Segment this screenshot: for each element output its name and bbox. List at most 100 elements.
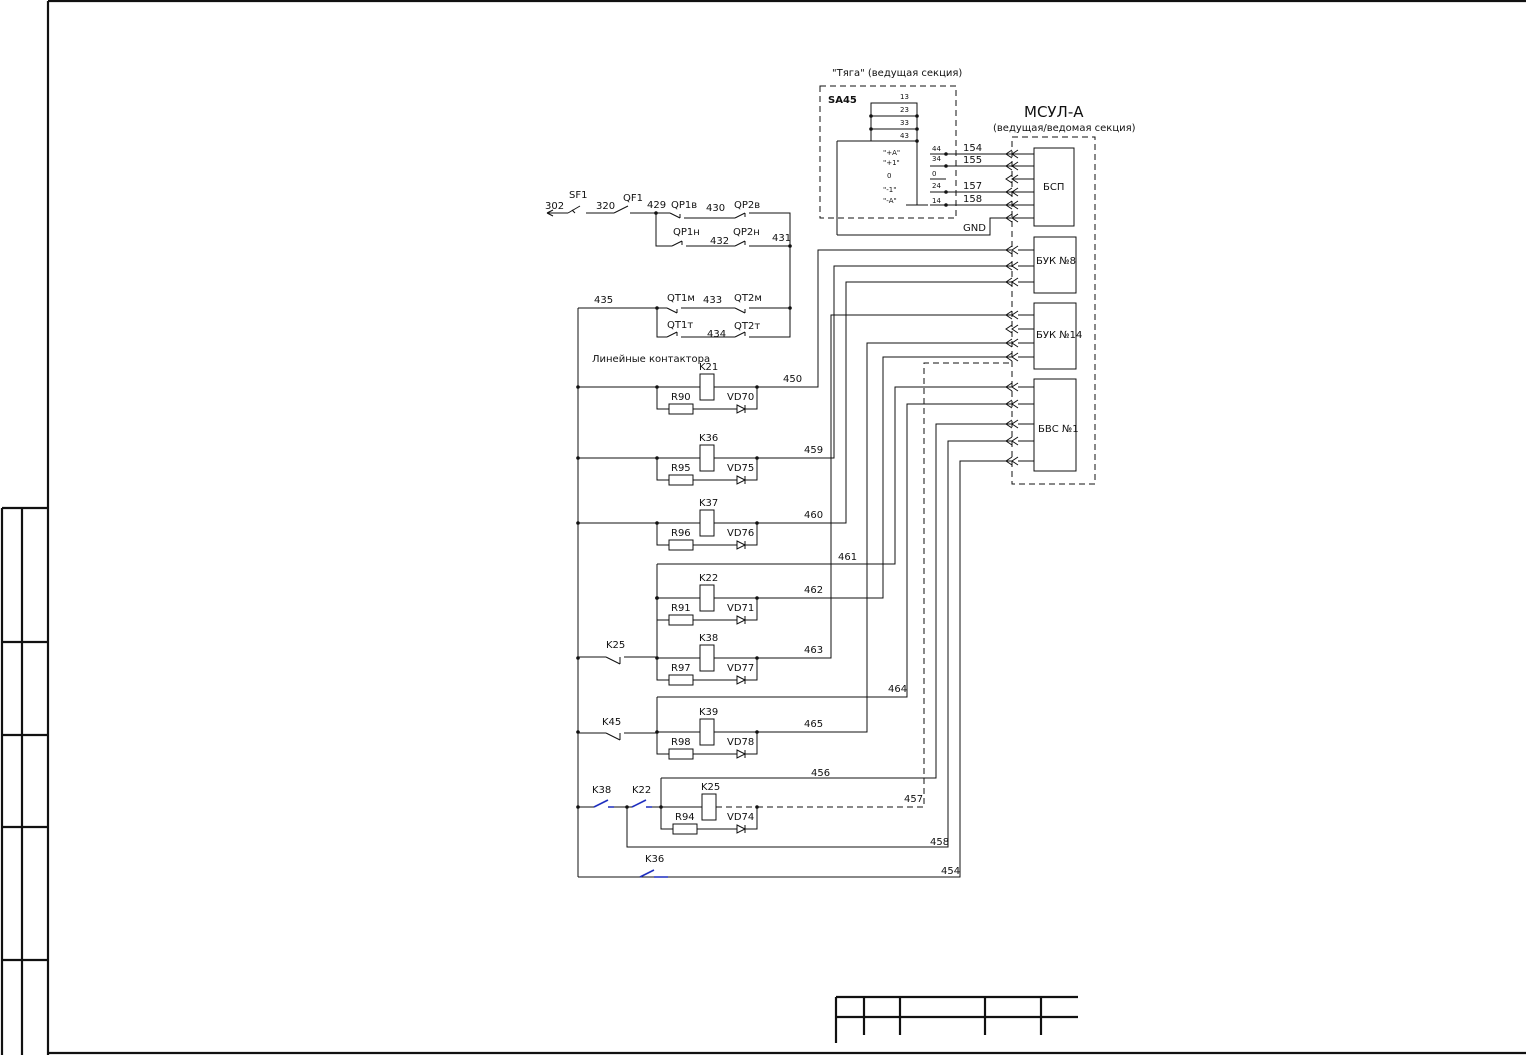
k25-contact-label: K25 (606, 640, 625, 651)
selector-state-2: "+1" (883, 159, 900, 167)
selector-state-3: 0 (887, 172, 891, 180)
controller-pin-2: 155 (963, 155, 982, 166)
wire-320: 320 (596, 201, 615, 212)
coil-label: K25 (701, 782, 720, 793)
diode-vd75 (736, 475, 747, 485)
k22-contact-label: K22 (632, 785, 651, 796)
resistor-label: R94 (675, 812, 695, 823)
wire-458: 458 (930, 837, 949, 848)
selector-pin-4: 24 (932, 182, 941, 190)
coil-label: K22 (699, 573, 718, 584)
diode-label: VD75 (727, 463, 754, 474)
relay-coil-k21 (699, 373, 715, 401)
block-bsp (1033, 147, 1075, 227)
wire-302: 302 (545, 201, 564, 212)
wire-463: 463 (804, 645, 823, 656)
wire-459: 459 (804, 445, 823, 456)
resistor-label: R98 (671, 737, 691, 748)
controller-msul: МСУЛ-А (ведущая/ведомая секция) БСП БУК … (837, 103, 1136, 485)
relay-coil-k25 (701, 793, 717, 821)
resistor-r96 (668, 539, 694, 551)
qp2v-label: QP2в (734, 200, 760, 211)
qt2t-label: QT2т (734, 321, 760, 332)
selector-caption: "Тяга" (ведущая секция) (832, 68, 962, 79)
wire-432: 432 (710, 236, 729, 247)
diode-label: VD71 (727, 603, 754, 614)
coil-label: K39 (699, 707, 718, 718)
sf1-label: SF1 (569, 190, 587, 201)
coil-label: K37 (699, 498, 718, 509)
reverser: 435 QT1м 433 QT2м QT1т 434 QT2т Линейные… (577, 293, 792, 877)
selector-pos-2: 23 (900, 106, 909, 114)
block-bsp-label: БСП (1043, 182, 1064, 193)
qp1n-label: QP1н (673, 227, 700, 238)
selector-sa45: "Тяга" (ведущая секция) SA45 13 23 33 43… (819, 68, 962, 235)
coil-label: K21 (699, 362, 718, 373)
resistor-r95 (668, 474, 694, 486)
resistor-label: R95 (671, 463, 691, 474)
block-buk-14 (1033, 302, 1077, 370)
wire-460: 460 (804, 510, 823, 521)
diode-label: VD74 (727, 812, 754, 823)
relay-coil-k22 (699, 584, 715, 612)
wire-430: 430 (706, 203, 725, 214)
wire-429: 429 (647, 200, 666, 211)
qt1m-label: QT1м (667, 293, 695, 304)
selector-pin-1: 44 (932, 145, 941, 153)
block-bvs-1 (1033, 378, 1077, 472)
wire-450: 450 (783, 374, 802, 385)
wire-465: 465 (804, 719, 823, 730)
block-buk-8 (1033, 236, 1077, 294)
diode-vd76 (736, 540, 747, 550)
relay-coil-k36 (699, 444, 715, 472)
qt2m-label: QT2м (734, 293, 762, 304)
diode-vd71 (736, 615, 747, 625)
resistor-r94 (672, 823, 698, 835)
block-buk-8-label: БУК №8 (1036, 256, 1076, 267)
resistor-r98 (668, 748, 694, 760)
selector-pin-2: 34 (932, 155, 941, 163)
k45-contact-label: K45 (602, 717, 621, 728)
relay-coil-k37 (699, 509, 715, 537)
diode-label: VD70 (727, 392, 754, 403)
connector-arrows (1005, 149, 1019, 466)
relay-coil-k38 (699, 644, 715, 672)
diode-vd74 (736, 824, 747, 834)
interlock-contacts: K25 K45 K38 K22 K36 (576, 640, 668, 878)
controller-pin-1: 154 (963, 143, 982, 154)
resistor-label: R97 (671, 663, 691, 674)
controller-pin-3: 157 (963, 181, 982, 192)
wire-433: 433 (703, 295, 722, 306)
controller-wiring: 461 464 456 458 454 (578, 249, 1012, 878)
resistor-r91 (668, 614, 694, 626)
resistor-label: R90 (671, 392, 691, 403)
k38-contact-label: K38 (592, 785, 611, 796)
relay-coil-k39 (699, 718, 715, 746)
selector-name: SA45 (828, 95, 857, 106)
wire-454: 454 (941, 866, 960, 877)
qp1v-label: QP1в (671, 200, 697, 211)
diode-vd70 (736, 404, 747, 414)
wire-457: 457 (904, 794, 923, 805)
resistor-label: R91 (671, 603, 691, 614)
selector-pos-1: 13 (900, 93, 909, 101)
resistor-label: R96 (671, 528, 691, 539)
wire-435: 435 (594, 295, 613, 306)
section-title: Линейные контактора (592, 354, 710, 365)
coil-label: K38 (699, 633, 718, 644)
controller-title: МСУЛ-А (1024, 103, 1084, 121)
selector-pin-3: 0 (932, 170, 936, 178)
selector-state-4: "-1" (883, 186, 896, 194)
gnd-label: GND (963, 223, 986, 234)
controller-subtitle: (ведущая/ведомая секция) (993, 123, 1136, 134)
wire-434: 434 (707, 329, 726, 340)
selector-pos-4: 43 (900, 132, 909, 140)
